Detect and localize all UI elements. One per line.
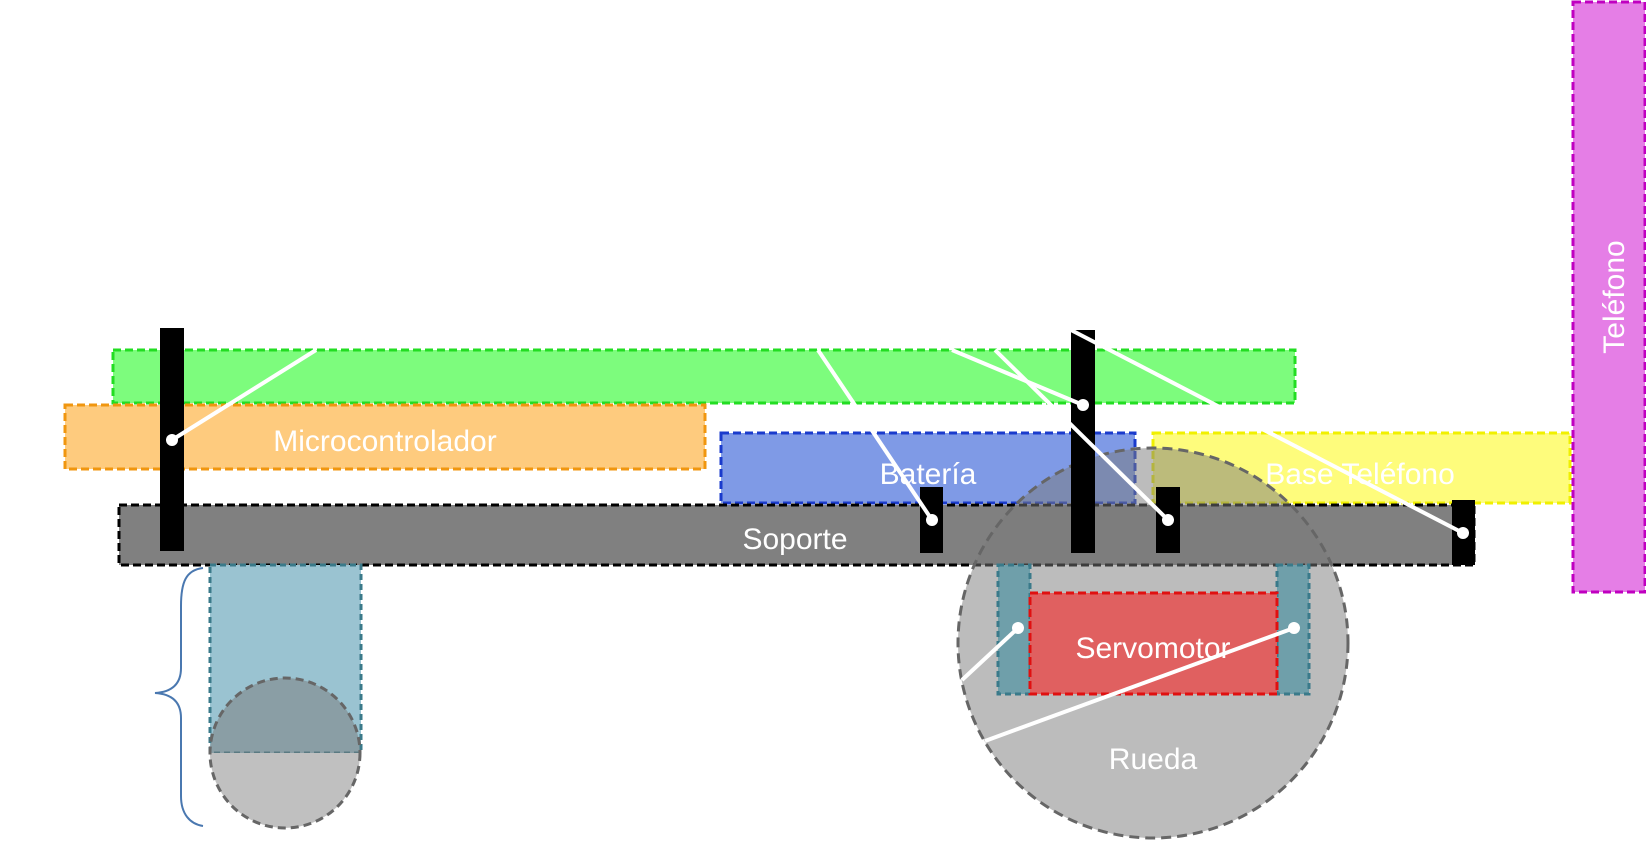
base-telefono-label: Base Teléfono	[1265, 458, 1455, 491]
dot-micro	[166, 434, 178, 446]
telefono-block	[1571, 0, 1646, 594]
wire-servo-left	[960, 626, 1020, 682]
caster-ball-lower	[210, 753, 360, 828]
dot-base	[1162, 514, 1174, 526]
servomotor-block	[1028, 591, 1279, 696]
microcontrolador-label: Microcontrolador	[273, 425, 496, 458]
soporte-label: Soporte	[742, 523, 847, 556]
curly-brace	[154, 567, 204, 827]
dot-middle	[1077, 399, 1089, 411]
wire-middle	[951, 348, 1084, 407]
connection-dots	[166, 399, 1469, 634]
wire-servo-right	[984, 626, 1295, 743]
wires	[170, 328, 1464, 743]
rueda-label: Rueda	[1109, 743, 1198, 776]
dot-telefono	[1457, 527, 1469, 539]
wire-telefono	[1070, 328, 1464, 535]
wire-battery	[816, 348, 934, 522]
wire-base	[993, 348, 1170, 522]
caster-ball-outline	[208, 676, 362, 830]
dot-battery	[926, 514, 938, 526]
dot-servo-left	[1012, 622, 1024, 634]
caster-ball-upper	[210, 678, 360, 753]
pillar-middle	[1071, 330, 1095, 553]
dot-servo-right	[1288, 622, 1300, 634]
telefono-label: Teléfono	[1598, 240, 1631, 353]
wire-micro	[170, 348, 318, 442]
green-board	[111, 348, 1297, 405]
